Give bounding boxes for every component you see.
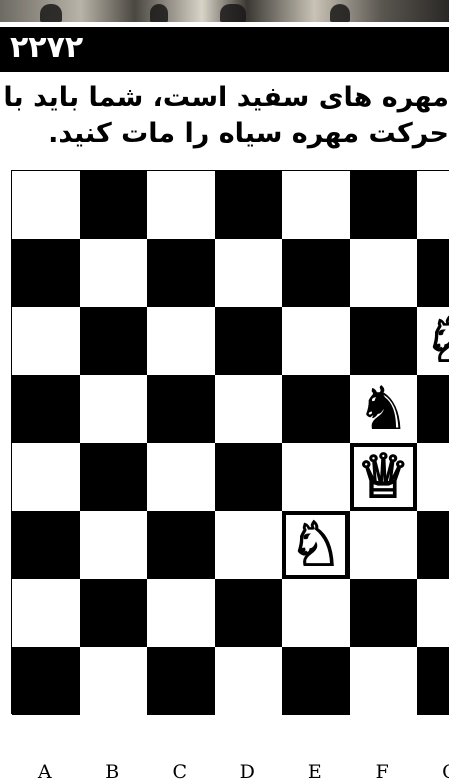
square-e8[interactable] [282, 171, 350, 239]
square-g5[interactable] [417, 375, 449, 443]
square-c3[interactable] [147, 511, 215, 579]
square-g3[interactable] [417, 511, 449, 579]
square-f3[interactable] [350, 511, 418, 579]
instruction-line-2: حرکت مهره سیاه را مات کنید. [9, 116, 449, 152]
square-b6[interactable] [80, 307, 148, 375]
square-g2[interactable] [417, 579, 449, 647]
square-d5[interactable] [215, 375, 283, 443]
square-c4[interactable] [147, 443, 215, 511]
file-label-a: A [25, 760, 65, 784]
square-e2[interactable] [282, 579, 350, 647]
square-f7[interactable] [350, 239, 418, 307]
square-a7[interactable] [12, 239, 80, 307]
square-d3[interactable] [215, 511, 283, 579]
square-a5[interactable] [12, 375, 80, 443]
puzzle-number: ۲۲۷۲ [10, 28, 83, 68]
square-f8[interactable] [350, 171, 418, 239]
square-c7[interactable] [147, 239, 215, 307]
square-b2[interactable] [80, 579, 148, 647]
instruction-line-1: مهره های سفید است، شما باید با [9, 80, 449, 116]
square-f6[interactable] [350, 307, 418, 375]
chess-board: ♘♞♕♘ [11, 170, 449, 714]
square-b1[interactable] [80, 647, 148, 715]
square-g4[interactable] [417, 443, 449, 511]
square-a2[interactable] [12, 579, 80, 647]
file-label-f: F [362, 760, 402, 784]
square-d8[interactable] [215, 171, 283, 239]
chess-banner-image [0, 0, 449, 22]
square-e1[interactable] [282, 647, 350, 715]
file-labels: A B C D E F G [11, 760, 449, 784]
square-d2[interactable] [215, 579, 283, 647]
square-d4[interactable] [215, 443, 283, 511]
square-c8[interactable] [147, 171, 215, 239]
square-b8[interactable] [80, 171, 148, 239]
file-label-c: C [160, 760, 200, 784]
square-c6[interactable] [147, 307, 215, 375]
square-g7[interactable] [417, 239, 449, 307]
square-c2[interactable] [147, 579, 215, 647]
square-f2[interactable] [350, 579, 418, 647]
square-f1[interactable] [350, 647, 418, 715]
black-knight-icon[interactable]: ♞ [350, 375, 418, 443]
file-label-e: E [295, 760, 335, 784]
square-b5[interactable] [80, 375, 148, 443]
square-e4[interactable] [282, 443, 350, 511]
file-label-b: B [92, 760, 132, 784]
square-b3[interactable] [80, 511, 148, 579]
square-a4[interactable] [12, 443, 80, 511]
white-queen-icon[interactable]: ♕ [350, 443, 418, 511]
file-label-d: D [227, 760, 267, 784]
square-b7[interactable] [80, 239, 148, 307]
square-g1[interactable] [417, 647, 449, 715]
square-b4[interactable] [80, 443, 148, 511]
square-a3[interactable] [12, 511, 80, 579]
square-a6[interactable] [12, 307, 80, 375]
square-d1[interactable] [215, 647, 283, 715]
square-a8[interactable] [12, 171, 80, 239]
square-c5[interactable] [147, 375, 215, 443]
puzzle-header-bar: ۲۲۷۲ [0, 27, 449, 72]
white-knight-icon[interactable]: ♘ [417, 307, 449, 375]
square-e5[interactable] [282, 375, 350, 443]
square-e7[interactable] [282, 239, 350, 307]
square-e6[interactable] [282, 307, 350, 375]
square-a1[interactable] [12, 647, 80, 715]
chess-board-area: ♘♞♕♘ [11, 170, 449, 770]
file-label-g: G [430, 760, 449, 784]
square-d7[interactable] [215, 239, 283, 307]
square-g8[interactable] [417, 171, 449, 239]
puzzle-instruction: مهره های سفید است، شما باید با حرکت مهره… [9, 80, 449, 152]
white-knight-icon[interactable]: ♘ [282, 511, 350, 579]
square-c1[interactable] [147, 647, 215, 715]
square-d6[interactable] [215, 307, 283, 375]
